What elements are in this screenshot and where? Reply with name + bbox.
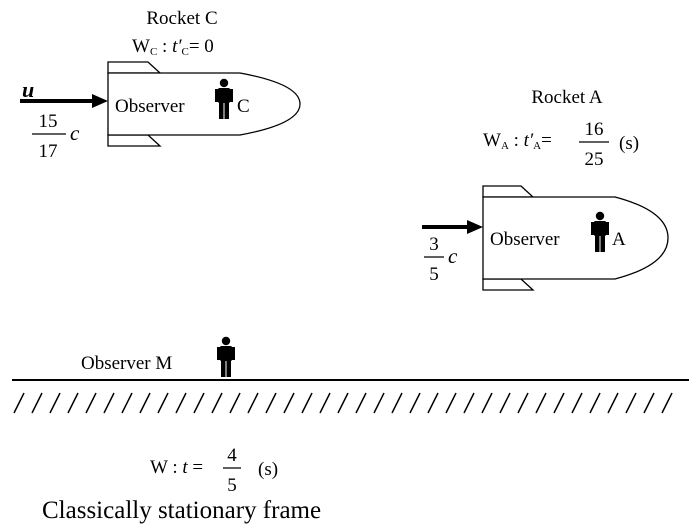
hatch-stroke — [157, 392, 169, 414]
hatch-stroke — [85, 392, 97, 414]
hatch-stroke — [103, 392, 115, 414]
ground-time-unit: (s) — [258, 459, 278, 480]
hatch-stroke — [175, 392, 187, 414]
hatch-stroke — [553, 392, 565, 414]
hatch-stroke — [229, 392, 241, 414]
hatch-stroke — [31, 392, 43, 414]
rocket-c-frame-time: WC : t′C= 0 — [132, 36, 214, 58]
ground-observer-label: Observer M — [81, 353, 172, 374]
hatch-stroke — [625, 392, 637, 414]
hatch-stroke — [589, 392, 601, 414]
hatch-stroke — [427, 392, 439, 414]
rocket-a-frame-time: WA : t′A= — [483, 130, 552, 152]
rocket-a-speed-unit: c — [448, 244, 458, 268]
hatch-stroke — [283, 392, 295, 414]
arrow-head-icon — [467, 220, 483, 234]
rocket-c-observer-label: Observer — [115, 96, 185, 117]
ground-frame-time: W : t = — [150, 457, 203, 478]
hatch-stroke — [193, 392, 205, 414]
rocket-a-observer-label: Observer — [490, 229, 560, 250]
hatch-stroke — [247, 392, 259, 414]
ground-frame: Observer M W : t = 4 5 (s) Classically s… — [12, 336, 689, 524]
hatch-stroke — [337, 392, 349, 414]
velocity-symbol: u — [22, 77, 34, 102]
hatch-stroke — [373, 392, 385, 414]
rocket-a-bottom-fin — [482, 278, 535, 291]
rocket-c-speed-den: 17 — [39, 141, 58, 162]
ground-hatching — [13, 392, 673, 414]
rocket-c-body — [107, 72, 301, 136]
rocket-c-title: Rocket C — [146, 8, 217, 29]
rocket-c-speed-unit: c — [70, 121, 80, 145]
hatch-stroke — [571, 392, 583, 414]
hatch-stroke — [391, 392, 403, 414]
rocket-a: Rocket A WA : t′A= 16 25 (s) Observer A … — [422, 87, 669, 291]
hatch-stroke — [139, 392, 151, 414]
hatch-stroke — [481, 392, 493, 414]
ground-time-num: 4 — [227, 445, 237, 466]
hatch-stroke — [319, 392, 331, 414]
rocket-c-observer-id: C — [237, 96, 250, 117]
hatch-stroke — [301, 392, 313, 414]
arrow-head-icon — [92, 94, 108, 108]
hatch-stroke — [643, 392, 655, 414]
frame-caption: Classically stationary frame — [42, 497, 321, 524]
rocket-a-time-num: 16 — [585, 119, 604, 140]
rocket-c-top-fin — [107, 61, 162, 74]
hatch-stroke — [67, 392, 79, 414]
hatch-stroke — [211, 392, 223, 414]
hatch-stroke — [13, 392, 25, 414]
hatch-stroke — [409, 392, 421, 414]
rocket-c: Rocket C WC : t′C= 0 Observer C u 15 17 … — [20, 8, 301, 162]
person-icon — [217, 336, 235, 377]
rocket-a-body — [482, 196, 669, 280]
rocket-a-observer-id: A — [612, 229, 626, 250]
hatch-stroke — [661, 392, 673, 414]
hatch-stroke — [49, 392, 61, 414]
rocket-c-bottom-fin — [107, 134, 162, 147]
hatch-stroke — [445, 392, 457, 414]
rocket-a-speed-num: 3 — [429, 234, 439, 255]
rocket-c-speed-num: 15 — [39, 111, 58, 132]
rocket-a-time-den: 25 — [585, 149, 604, 170]
hatch-stroke — [463, 392, 475, 414]
hatch-stroke — [265, 392, 277, 414]
hatch-stroke — [355, 392, 367, 414]
hatch-stroke — [499, 392, 511, 414]
hatch-stroke — [121, 392, 133, 414]
rocket-a-top-fin — [482, 185, 535, 198]
hatch-stroke — [535, 392, 547, 414]
rocket-a-title: Rocket A — [531, 87, 603, 108]
hatch-stroke — [517, 392, 529, 414]
hatch-stroke — [607, 392, 619, 414]
ground-time-den: 5 — [227, 475, 237, 496]
rocket-a-time-unit: (s) — [619, 133, 639, 154]
rocket-a-speed-den: 5 — [429, 264, 439, 285]
